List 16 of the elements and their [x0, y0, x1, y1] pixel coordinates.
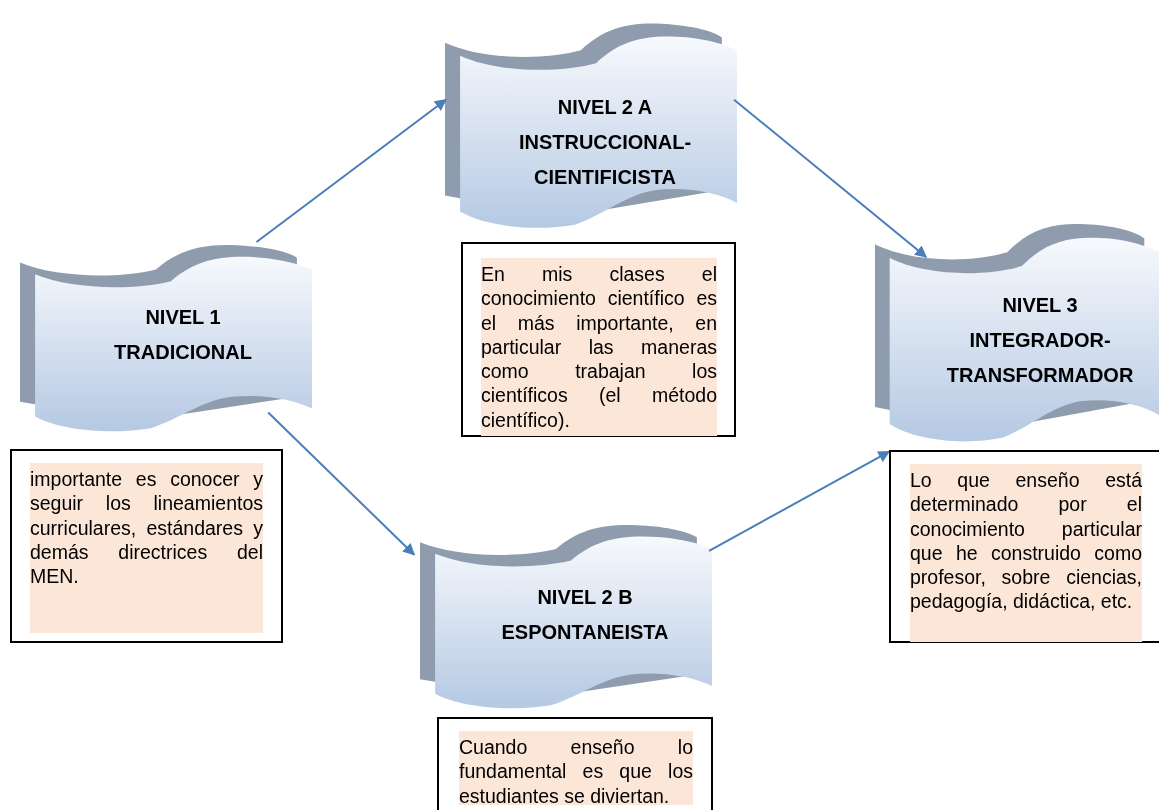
text-box: [10, 449, 283, 643]
arrow: [733, 98, 928, 258]
banner-title: NIVEL 2 A INSTRUCCIONAL- CIENTIFICISTA: [517, 95, 693, 190]
banner-title: NIVEL 1 TRADICIONAL: [113, 305, 253, 365]
arrow: [267, 411, 416, 556]
text-box: [461, 242, 736, 437]
note-text: Cuando enseño lo fundamental es que los estudiantes se diviertan.: [459, 731, 693, 805]
banner-title: NIVEL 3 INTEGRADOR- TRANSFORMADOR: [945, 293, 1135, 388]
arrow: [255, 98, 447, 243]
note-text: Lo que enseño está determinado por el conocimiento particular que he construido como profesor, sobre ciencias, pedagogía, didáctica, etc.: [910, 464, 1142, 642]
note-text: En mis clases el conocimiento científico es el más importante, en particular las maneras como trabajan los científicos (el método científico).: [481, 258, 717, 436]
arrow: [708, 450, 891, 552]
banner-title: NIVEL 2 B ESPONTANEISTA: [500, 585, 670, 645]
text-box: [437, 717, 713, 810]
text-box: [889, 450, 1159, 643]
note-text: importante es conocer y seguir los lineamientos curriculares, estándares y demás directrices del MEN.: [30, 463, 263, 633]
